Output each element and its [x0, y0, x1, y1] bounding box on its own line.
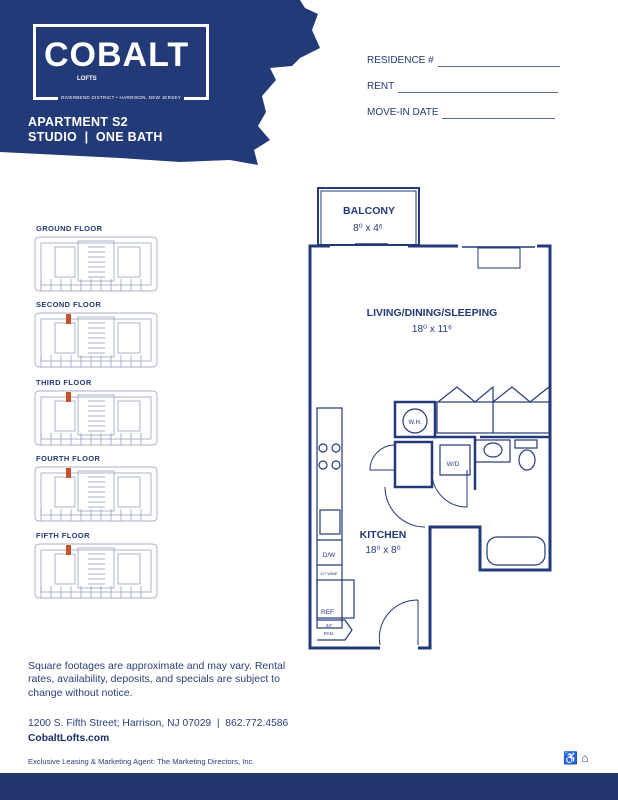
website-link[interactable]: CobaltLofts.com — [28, 733, 110, 744]
balcony — [317, 187, 420, 246]
floor-thumbnail[interactable] — [33, 233, 159, 295]
floor-plan: BALCONY 8⁰ x 4⁶ LIVING/DINING/SLEEPING 1… — [308, 187, 552, 650]
interior-walls — [393, 400, 550, 490]
apartment-name: APARTMENT S2 — [28, 115, 128, 129]
floor-label: GROUND FLOOR — [36, 224, 103, 233]
logo-tagline: RIVERBEND DISTRICT • HARRISON, NEW JERSE… — [58, 95, 185, 101]
hvac-unit — [477, 247, 521, 269]
floor-label: FOURTH FLOOR — [36, 454, 101, 463]
closets — [436, 385, 550, 434]
floor-label: SECOND FLOOR — [36, 300, 102, 309]
address: 1200 S. Fifth Street; Harrison, NJ 07029… — [28, 718, 289, 729]
exterior-walls — [308, 243, 552, 650]
equal-housing-icon: ⌂ — [581, 751, 589, 765]
disclaimer: Square footages are approximate and may … — [28, 660, 286, 699]
room-labels: BALCONY 8⁰ x 4⁶ LIVING/DINING/SLEEPING 1… — [320, 205, 497, 636]
floor-thumbnail[interactable] — [33, 540, 159, 602]
balcony-label: BALCONY — [343, 205, 395, 217]
unit-location-marker — [66, 545, 71, 555]
floor-label: THIRD FLOOR — [36, 378, 92, 387]
rent-label: RENT — [367, 81, 395, 92]
leasing-agent: Exclusive Leasing & Marketing Agent: The… — [28, 757, 255, 766]
rent-field[interactable]: RENT — [367, 81, 559, 93]
balcony-size: 8⁰ x 4⁶ — [353, 223, 383, 234]
kitchen-size: 18⁰ x 8⁰ — [365, 545, 400, 556]
dishwasher-label: D/W — [323, 552, 337, 559]
unit-location-marker — [66, 392, 71, 402]
floor-thumbnail[interactable] — [33, 309, 159, 371]
floor-label: FIFTH FLOOR — [36, 531, 90, 540]
bathroom-fixtures — [474, 439, 546, 566]
footer-icons: ♿ ⌂ — [563, 751, 589, 765]
unit-location-marker — [66, 314, 71, 324]
logo-wordmark: COBALT — [44, 36, 190, 74]
washer-dryer-label: W/D — [447, 461, 460, 468]
move-in-date-field[interactable]: MOVE-IN DATE — [367, 107, 556, 119]
residence-field[interactable]: RESIDENCE # — [367, 55, 560, 67]
move-in-date-label: MOVE-IN DATE — [367, 107, 439, 118]
living-size: 18⁰ x 11⁶ — [412, 324, 452, 335]
refrigerator-label: REF. — [321, 609, 335, 616]
pantry-size-label: 24" — [326, 623, 333, 628]
floor-thumbnail[interactable] — [33, 387, 159, 449]
unit-location-marker — [66, 468, 71, 478]
residence-label: RESIDENCE # — [367, 55, 434, 66]
water-heater-label: W.H. — [409, 420, 422, 426]
living-label: LIVING/DINING/SLEEPING — [367, 307, 498, 319]
wine-label: 12" WINE — [320, 571, 338, 576]
kitchen-label: KITCHEN — [360, 529, 407, 541]
header-brush-background — [0, 0, 320, 165]
footer-bar — [0, 773, 618, 800]
logo-lofts: LOFTS — [77, 76, 97, 82]
apartment-type: STUDIO | ONE BATH — [28, 130, 163, 144]
accessibility-icon: ♿ — [563, 751, 578, 765]
floor-thumbnail[interactable] — [33, 463, 159, 525]
kitchen-counters — [316, 407, 355, 641]
pantry-label: PAN. — [324, 631, 334, 636]
